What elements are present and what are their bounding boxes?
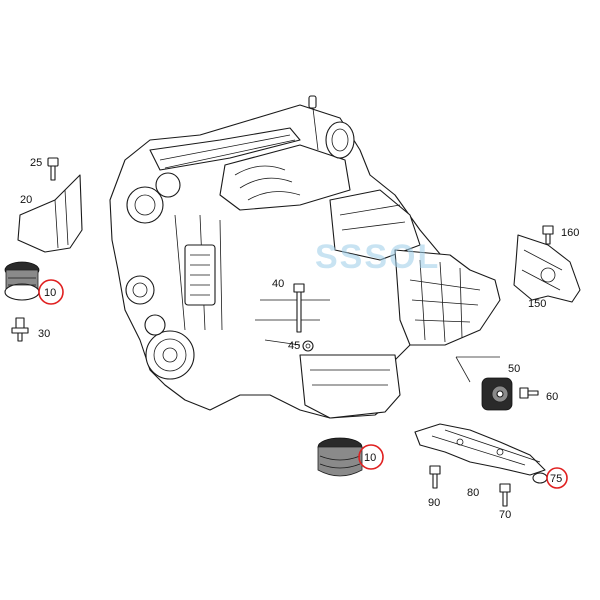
nut-75-icon xyxy=(532,472,548,484)
callout-40: 40 xyxy=(272,278,284,290)
watermark-text: SSSOL xyxy=(315,238,440,276)
callout-60: 60 xyxy=(546,391,558,403)
bolt-160-icon xyxy=(542,225,554,245)
callout-20: 20 xyxy=(20,194,32,206)
callout-160: 160 xyxy=(561,227,579,239)
callout-10-center-circle xyxy=(358,444,384,470)
callout-75-circle xyxy=(546,467,568,489)
engine-mount-bracket-20 xyxy=(17,174,83,253)
callout-25: 25 xyxy=(30,157,42,169)
crossmember-80 xyxy=(414,423,546,476)
engine-mount-10-center xyxy=(317,437,363,477)
bolt-30-icon xyxy=(11,317,29,342)
transmission-bracket-150 xyxy=(513,234,581,303)
callout-75: 75 xyxy=(550,473,562,485)
bolt-40-icon xyxy=(293,283,305,333)
engine-mount-10-left xyxy=(4,261,40,301)
bolt-60-icon xyxy=(519,387,539,399)
callout-10-center: 10 xyxy=(364,452,376,464)
callout-90: 90 xyxy=(428,497,440,509)
bolt-70-icon xyxy=(499,483,511,507)
callout-10-left-circle xyxy=(38,279,64,305)
bolt-90-icon xyxy=(429,465,441,489)
callout-80: 80 xyxy=(467,487,479,499)
callout-150: 150 xyxy=(528,298,546,310)
nut-45-icon xyxy=(302,340,314,352)
callout-30: 30 xyxy=(38,328,50,340)
callout-70: 70 xyxy=(499,509,511,521)
bolt-25-icon xyxy=(47,157,59,181)
callout-10-left: 10 xyxy=(44,287,56,299)
callout-50: 50 xyxy=(508,363,520,375)
engine-assembly xyxy=(109,95,501,419)
transmission-mount-50 xyxy=(481,377,513,411)
callout-45: 45 xyxy=(288,340,300,352)
leader-line-50 xyxy=(455,356,471,383)
